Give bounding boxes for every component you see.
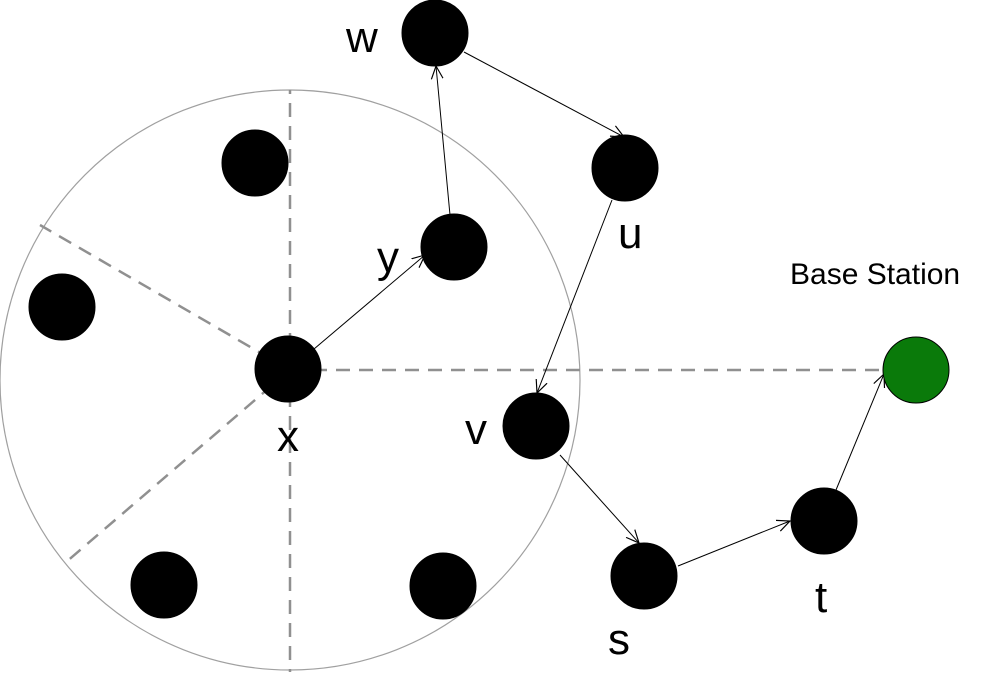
node-s — [610, 542, 678, 610]
edge-u-to-v — [537, 199, 613, 393]
label-w: w — [345, 13, 378, 62]
node-x — [254, 335, 322, 403]
neighbor-node — [28, 273, 96, 341]
sector-line-northwest — [39, 223, 291, 372]
label-x: x — [277, 412, 299, 461]
node-w — [401, 0, 469, 67]
edge-v-to-s — [559, 454, 639, 543]
label-v: v — [465, 405, 487, 454]
label-u: u — [618, 209, 642, 258]
base-station-node — [882, 336, 950, 404]
edge-w-to-u — [463, 51, 624, 137]
edge-t-to-base-station — [835, 374, 884, 491]
node-u — [591, 134, 659, 202]
edge-x-to-y — [313, 255, 425, 350]
neighbor-node — [130, 551, 198, 619]
neighbor-node — [409, 552, 477, 620]
node-t — [790, 487, 858, 555]
label-y: y — [377, 233, 399, 282]
node-y — [420, 213, 488, 281]
edge-s-to-t — [677, 521, 790, 567]
label-t: t — [815, 573, 827, 622]
label-base-station: Base Station — [790, 258, 960, 291]
sector-line-southwest — [64, 369, 291, 564]
edge-y-to-w — [436, 66, 451, 216]
label-s: s — [608, 615, 630, 664]
neighbor-node — [221, 129, 289, 197]
node-v — [502, 392, 570, 460]
